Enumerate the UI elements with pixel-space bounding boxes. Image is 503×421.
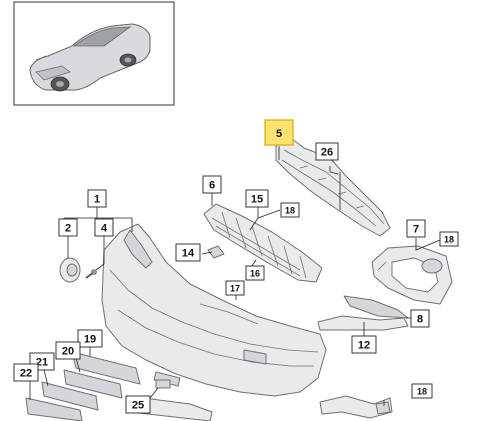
callout-14-box [175,243,201,262]
callout-19-box [77,329,103,348]
part-22-strip [25,397,83,421]
callout-15: 15 [251,194,263,206]
part-14-bracket [207,245,225,259]
callout-5-highlight [264,119,294,146]
callout-26: 26 [321,147,333,159]
callout-5: 5 [276,128,282,140]
callout-12: 12 [358,340,370,352]
car-illustration [29,23,151,92]
part-21-strip [41,381,99,411]
callout-6-box [202,175,222,194]
callout-16: 16 [250,269,260,279]
callout-22: 22 [20,368,32,380]
part-19-strip [71,351,141,385]
callout-1-box [87,189,107,208]
part-20-strip [63,369,123,399]
callout-7: 7 [413,224,419,236]
callout-20-box [55,341,81,360]
callout-12-box [351,335,377,354]
callout-25: 25 [132,400,144,412]
vehicle-thumbnail [13,1,175,106]
callout-18-box-a [280,202,300,218]
callout-17-box [225,280,245,296]
callout-20: 20 [62,346,74,358]
callout-18-box-c [411,383,433,399]
callout-18-b: 18 [444,235,454,245]
callout-7-box [406,219,426,238]
callout-22-box [13,363,39,382]
callout-18-a: 18 [285,206,295,216]
callout-17: 17 [230,284,240,294]
callout-8: 8 [417,314,423,326]
callout-26-box [315,142,339,161]
part-2-tow-cap [59,257,81,283]
callout-8-box [410,309,430,328]
part-15-grille [203,203,323,283]
callout-18-box-b [439,231,459,247]
callout-6: 6 [209,180,215,192]
callout-18-c: 18 [417,387,427,397]
part-5-upper-carrier [275,135,391,237]
part-7-intake-frame [371,245,453,305]
callout-4: 4 [101,223,108,235]
part-1-bumper-cover [101,223,327,397]
part-25-clip [155,379,171,389]
callout-4-box [94,218,114,237]
part-18-lower-bracket [319,395,393,419]
callout-2-box [58,218,78,237]
callout-14: 14 [182,248,195,260]
callout-labels: 1 2 4 5 26 6 15 18 14 16 17 7 18 [13,119,459,414]
callout-21: 21 [36,357,48,369]
callout-15-box [245,189,269,208]
callout-1: 1 [94,194,100,206]
part-4-screw [85,269,97,279]
part-8-trim [317,295,409,331]
callout-25-box [125,395,151,414]
callout-19: 19 [84,334,96,346]
callout-16-box [245,265,265,281]
callout-2: 2 [65,223,71,235]
